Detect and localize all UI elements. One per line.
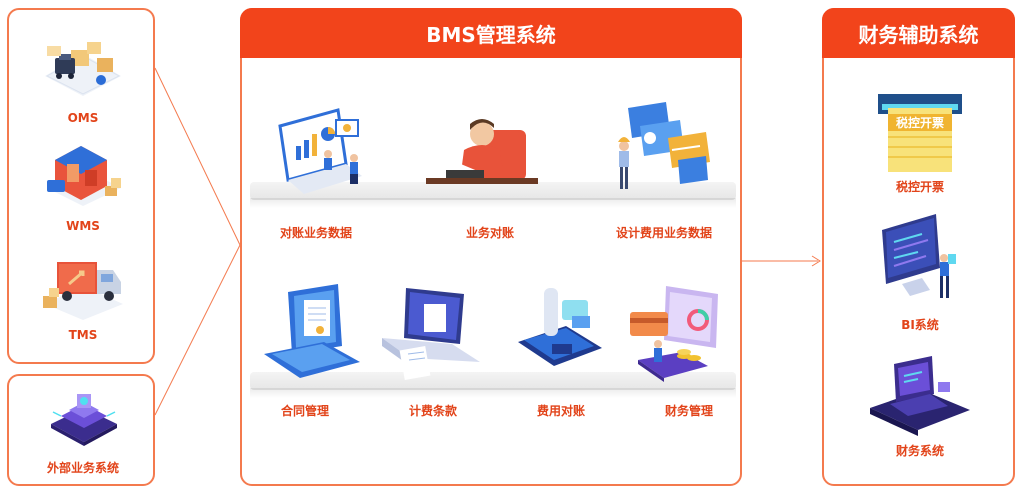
finance-card-coins-icon: [630, 286, 718, 382]
laptop-analytics-icon: [278, 108, 362, 194]
contract-laptop-icon: [264, 284, 360, 378]
chip-platform-icon: [51, 394, 117, 446]
phone-receipt-icon: [518, 288, 602, 366]
finance-aux-title: 财务辅助系统: [822, 8, 1015, 58]
row2-label-3: 费用对账: [536, 404, 586, 418]
dashboard-screens-icon: [618, 102, 710, 189]
row1-label-3: 设计费用业务数据: [615, 226, 713, 240]
row2-label-4: 财务管理: [664, 404, 714, 418]
warehouse-delivery-icon: [45, 42, 121, 96]
source-systems-panel: OMS WMS TMS: [7, 8, 155, 364]
bms-panel: BMS管理系统 对账业务数据 业务对账: [240, 8, 742, 486]
row1-label-1: 对账业务数据: [279, 226, 353, 240]
tms-label: TMS: [68, 328, 98, 342]
row2-label-2: 计费条款: [408, 404, 458, 418]
person-at-desk-icon: [426, 119, 538, 184]
row1-label-2: 业务对账: [465, 226, 515, 240]
finance-aux-panel: 财务辅助系统 税控开票 税控开票 BI系统 财务系统: [822, 8, 1015, 486]
finance-laptop-icon: [870, 356, 970, 436]
row2-shelf: [250, 372, 736, 398]
row1-shelf: [250, 182, 736, 208]
tax-invoice-icon-text: 税控开票: [888, 114, 952, 131]
bi-monitor-icon: [882, 214, 956, 298]
row2-label-1: 合同管理: [280, 404, 330, 418]
bms-title: BMS管理系统: [240, 8, 742, 58]
external-systems-panel: 外部业务系统: [7, 374, 155, 486]
tax-invoice-label: 税控开票: [895, 180, 945, 194]
wms-label: WMS: [66, 219, 100, 233]
finance-system-label: 财务系统: [895, 444, 945, 458]
billing-printer-icon: [382, 288, 480, 381]
oms-label: OMS: [67, 111, 99, 125]
delivery-truck-icon: [43, 262, 123, 320]
tax-invoice-printer-icon: 税控开票: [878, 94, 962, 176]
warehouse-building-icon: [47, 146, 121, 206]
bi-label: BI系统: [901, 318, 939, 332]
external-systems-label: 外部业务系统: [46, 461, 120, 475]
